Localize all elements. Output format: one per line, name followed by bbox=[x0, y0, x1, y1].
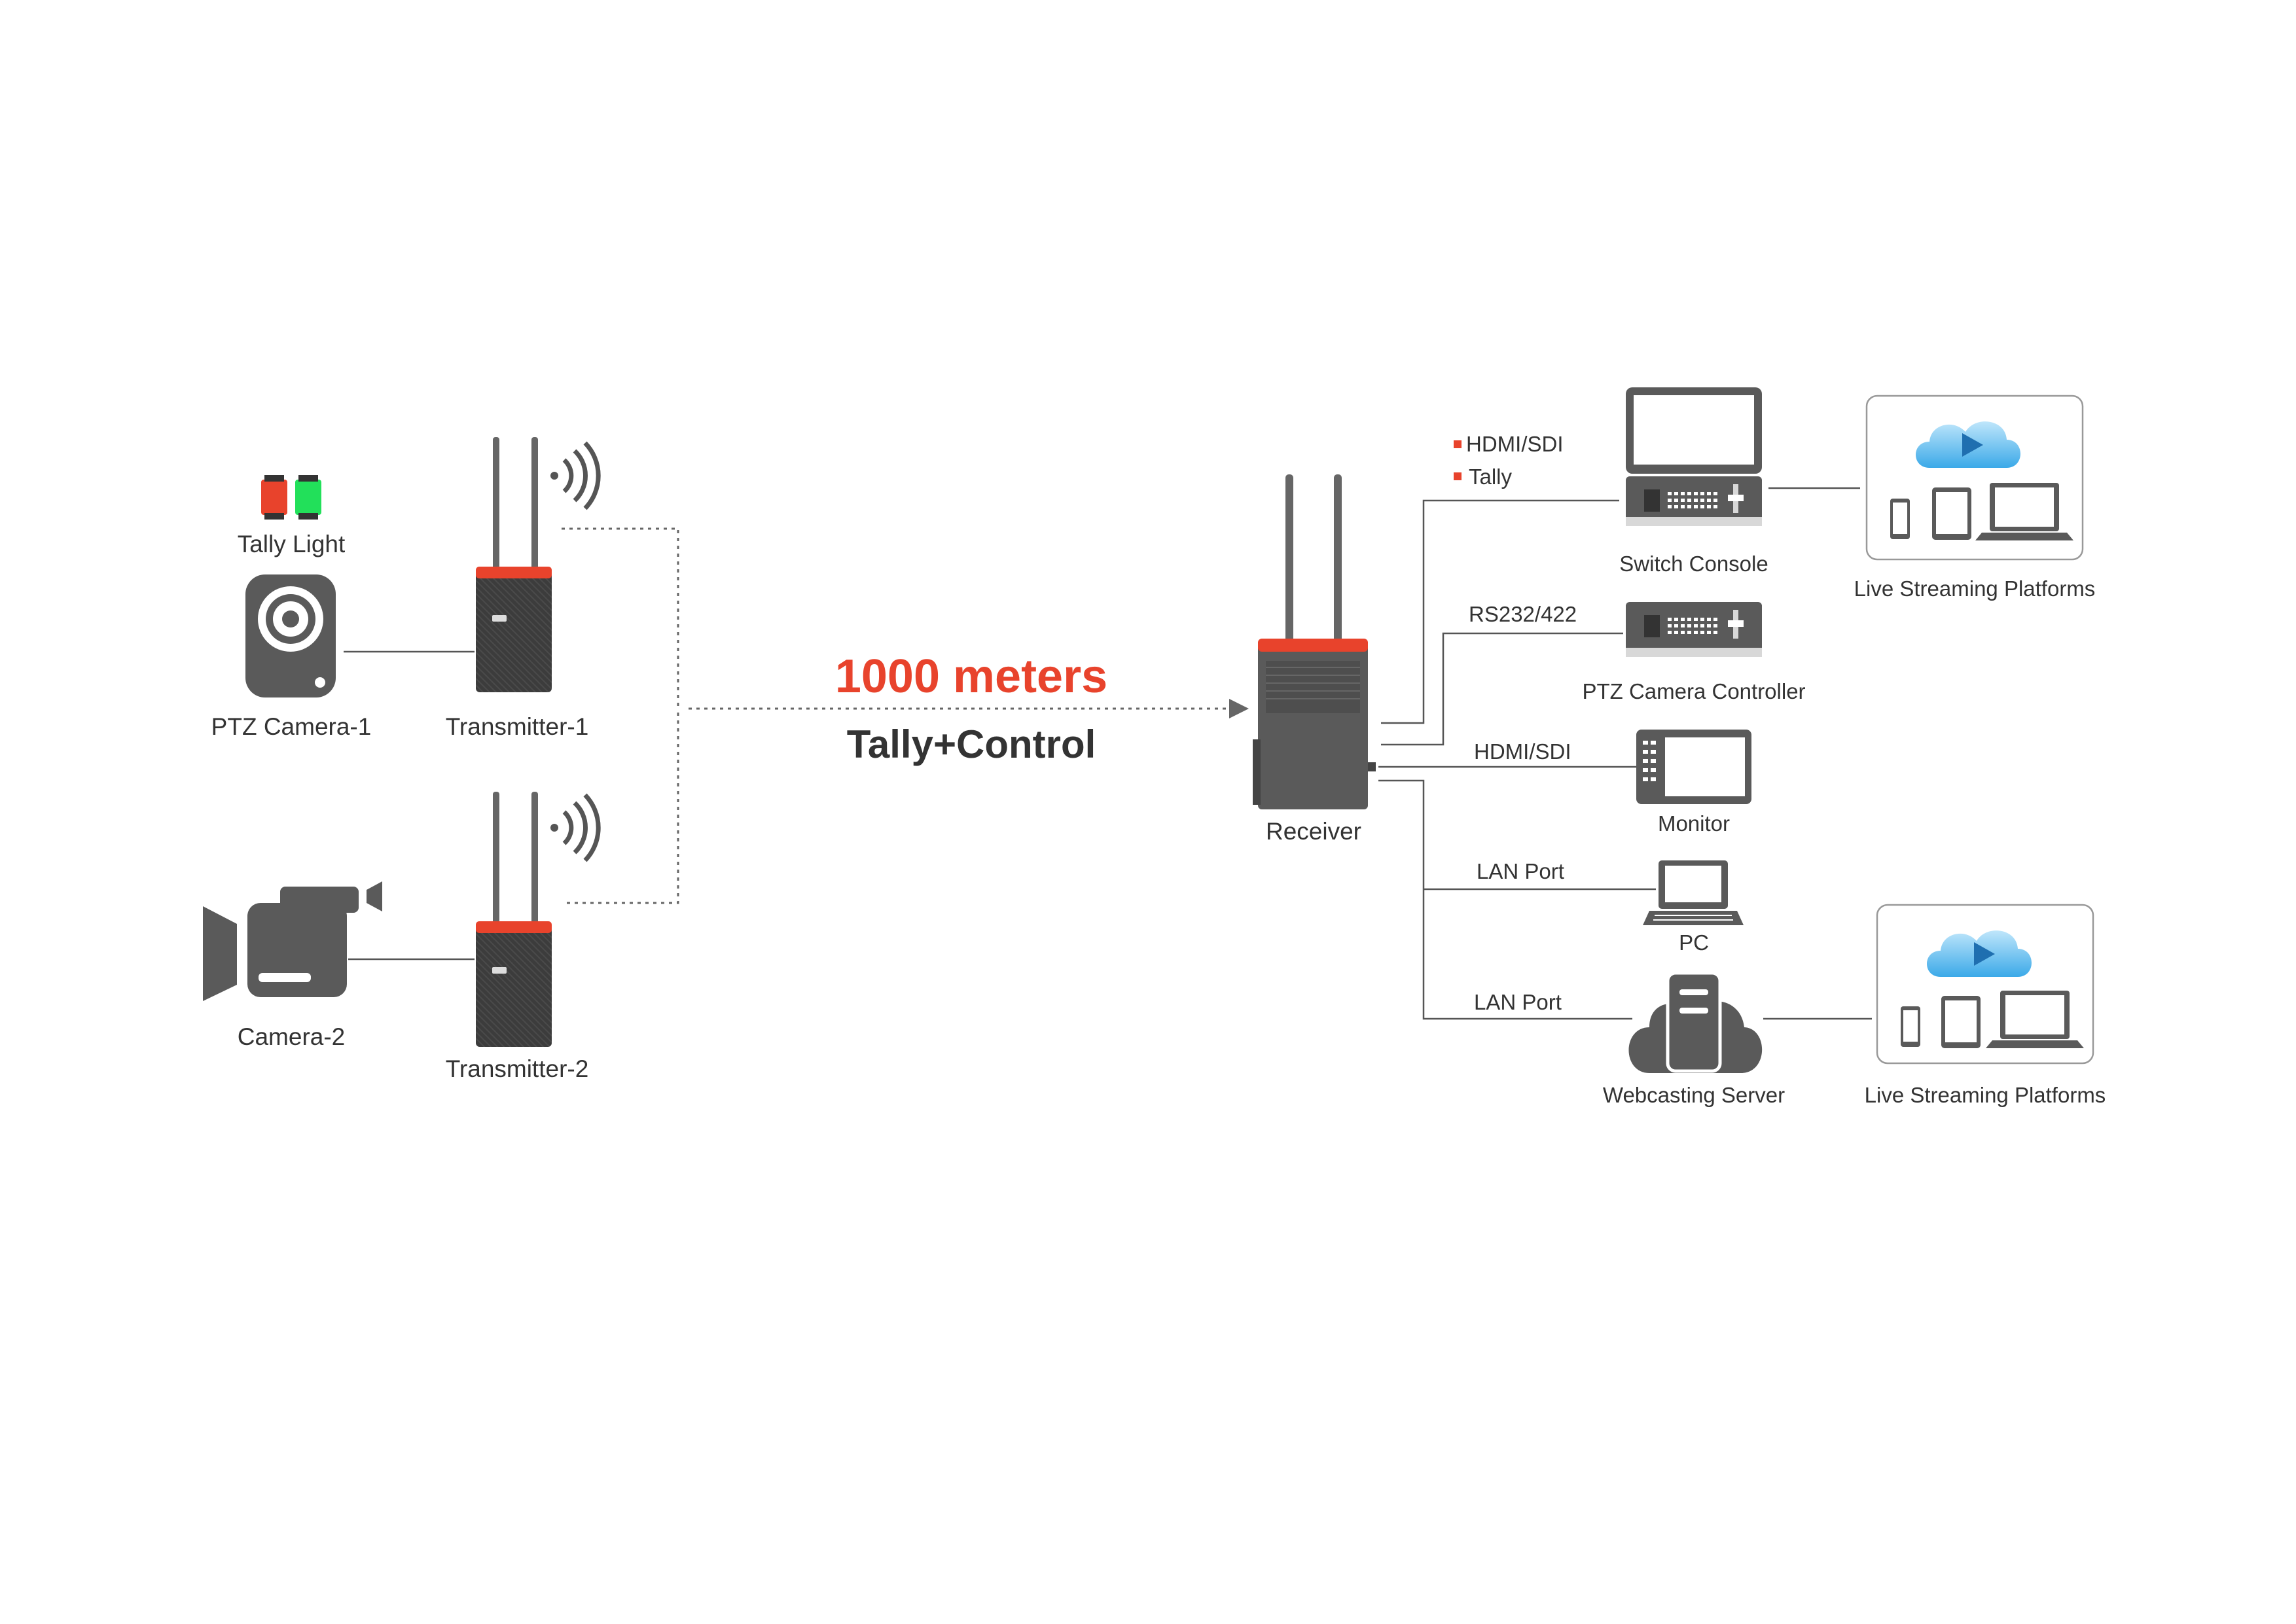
streaming-platforms-1-label: Live Streaming Platforms bbox=[1854, 576, 2096, 601]
signal-bullet-icon bbox=[1454, 440, 1462, 448]
ptz-controller-signal: RS232/422 bbox=[1469, 602, 1577, 626]
wire-pc-webcasting bbox=[1378, 779, 1632, 1020]
ptz-controller-label: PTZ Camera Controller bbox=[1582, 679, 1805, 703]
ptz-camera-1-label: PTZ Camera-1 bbox=[211, 713, 372, 740]
wifi-signal-icon bbox=[550, 441, 601, 510]
streaming-platforms-2-label: Live Streaming Platforms bbox=[1865, 1083, 2106, 1107]
webcasting-server-label: Webcasting Server bbox=[1603, 1083, 1785, 1107]
monitor-icon bbox=[1636, 730, 1751, 804]
tally-light-icon bbox=[261, 475, 321, 520]
server-cloud-icon bbox=[1628, 971, 1763, 1073]
wireless-link-transmitter-1 bbox=[562, 527, 679, 711]
monitor-signal: HDMI/SDI bbox=[1474, 739, 1571, 764]
connections bbox=[344, 487, 1872, 1020]
switch-console-icon bbox=[1626, 387, 1762, 526]
pc-label: PC bbox=[1679, 930, 1709, 955]
signal-bullet-icon bbox=[1454, 472, 1462, 480]
ptz-controller-icon bbox=[1626, 602, 1762, 657]
switch-console-signal-1: HDMI/SDI bbox=[1466, 432, 1564, 456]
pc-signal: LAN Port bbox=[1477, 859, 1564, 883]
switch-console-signal-2: Tally bbox=[1469, 465, 1513, 489]
transmitter-1-icon bbox=[476, 437, 552, 692]
ptz-camera-icon bbox=[245, 574, 336, 697]
wireless-link-transmitter-2 bbox=[567, 711, 679, 904]
streaming-platforms-icon bbox=[1865, 395, 2084, 561]
switch-console-label: Switch Console bbox=[1619, 552, 1768, 576]
wire-ptz-controller bbox=[1381, 632, 1623, 746]
laptop-icon bbox=[1643, 860, 1744, 925]
webcasting-server-signal: LAN Port bbox=[1474, 990, 1562, 1014]
wifi-signal-icon bbox=[550, 793, 601, 862]
transmitter-2-icon bbox=[476, 792, 552, 1047]
receiver-label: Receiver bbox=[1266, 818, 1361, 845]
receiver-icon bbox=[1253, 474, 1376, 809]
monitor-label: Monitor bbox=[1658, 811, 1730, 836]
link-type-label: Tally+Control bbox=[847, 722, 1096, 766]
wire-switch-console bbox=[1381, 499, 1619, 724]
streaming-platforms-icon bbox=[1876, 904, 2094, 1065]
camera-2-label: Camera-2 bbox=[238, 1023, 346, 1050]
distance-label: 1000 meters bbox=[835, 650, 1107, 703]
tally-light-label: Tally Light bbox=[238, 531, 346, 557]
video-camera-icon bbox=[203, 881, 382, 1001]
transmitter-1-label: Transmitter-1 bbox=[446, 713, 589, 740]
transmitter-2-label: Transmitter-2 bbox=[446, 1055, 589, 1082]
